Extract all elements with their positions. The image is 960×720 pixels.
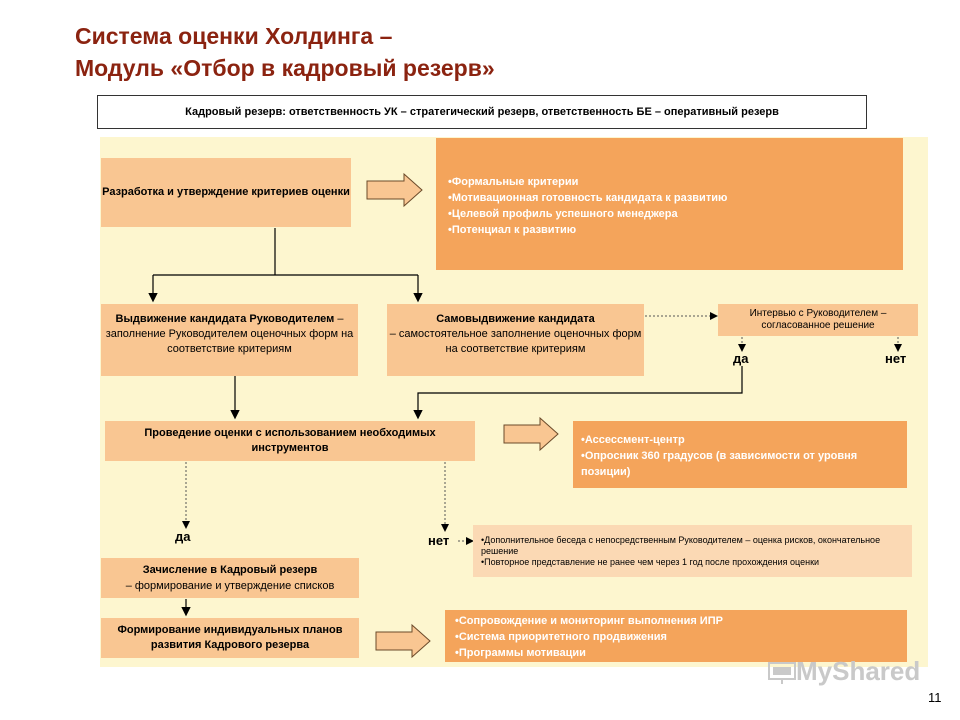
criteria-development-box: Разработка и утверждение критериев оценк… <box>101 158 351 227</box>
nomination-text: – заполнение Руководителем оценочных фор… <box>105 313 354 355</box>
support-list-box: •Сопровождение и мониторинг выполнения И… <box>445 610 907 662</box>
label-no-assessment: нет <box>428 533 450 548</box>
label-no-interview: нет <box>885 351 907 366</box>
interview-box: Интервью с Руководителем – согласованное… <box>718 304 918 336</box>
title-line-2: Модуль «Отбор в кадровый резерв» <box>75 55 495 81</box>
criteria-item: •Мотивационная готовность кандидата к ра… <box>448 192 728 204</box>
self-nomination-box: Самовыдвижение кандидата – самостоятельн… <box>387 304 644 376</box>
self-nomination-title: Самовыдвижение кандидата <box>436 313 595 325</box>
development-plans-box: Формирование индивидуальных планов разви… <box>101 618 359 658</box>
reserve-responsibility-banner: Кадровый резерв: ответственность УК – ст… <box>97 95 867 129</box>
slide-title: Система оценки Холдинга – Модуль «Отбор … <box>75 20 495 84</box>
additional-step-item: •Дополнительное беседа с непосредственны… <box>481 534 881 556</box>
tool-item: •Опросник 360 градусов (в зависимости от… <box>581 450 858 478</box>
self-nomination-text: – самостоятельное заполнение оценочных ф… <box>389 328 642 355</box>
assessment-box: Проведение оценки с использованием необх… <box>105 421 475 461</box>
support-item: •Сопровождение и мониторинг выполнения И… <box>455 615 723 627</box>
page-number: 11 <box>928 690 942 705</box>
block-arrow-assessment <box>503 416 559 452</box>
label-yes-interview: да <box>733 351 749 366</box>
myshared-watermark: MyShared <box>768 656 920 687</box>
label-yes-assessment: да <box>175 529 191 544</box>
additional-step-item: •Повторное представление не ранее чем че… <box>481 556 820 567</box>
enrollment-text: – формирование и утверждение списков <box>125 580 335 592</box>
block-arrow-criteria <box>366 172 423 208</box>
tool-item: •Ассессмент-центр <box>581 434 685 446</box>
criteria-item: •Потенциал к развитию <box>448 224 577 236</box>
support-item: •Система приоритетного продвижения <box>455 631 667 643</box>
manager-nomination-box: Выдвижение кандидата Руководителем – зап… <box>101 304 358 376</box>
title-line-1: Система оценки Холдинга – <box>75 23 393 49</box>
enrollment-title: Зачисление в Кадровый резерв <box>142 564 318 576</box>
additional-steps-box: •Дополнительное беседа с непосредственны… <box>473 525 912 577</box>
nomination-title: Выдвижение кандидата Руководителем <box>115 313 335 325</box>
criteria-item: •Формальные критерии <box>448 176 579 188</box>
arrow-yes-to-assessment <box>413 366 743 420</box>
watermark-text: MyShared <box>796 656 921 686</box>
support-item: •Программы мотивации <box>455 647 586 659</box>
criteria-item: •Целевой профиль успешного менеджера <box>448 208 678 220</box>
assessment-tools-box: •Ассессмент-центр •Опросник 360 градусов… <box>573 421 907 488</box>
presentation-icon <box>768 661 796 684</box>
reserve-enrollment-box: Зачисление в Кадровый резерв – формирова… <box>101 558 359 598</box>
block-arrow-plans <box>375 623 431 659</box>
criteria-list-box: •Формальные критерии •Мотивационная гото… <box>436 138 903 270</box>
